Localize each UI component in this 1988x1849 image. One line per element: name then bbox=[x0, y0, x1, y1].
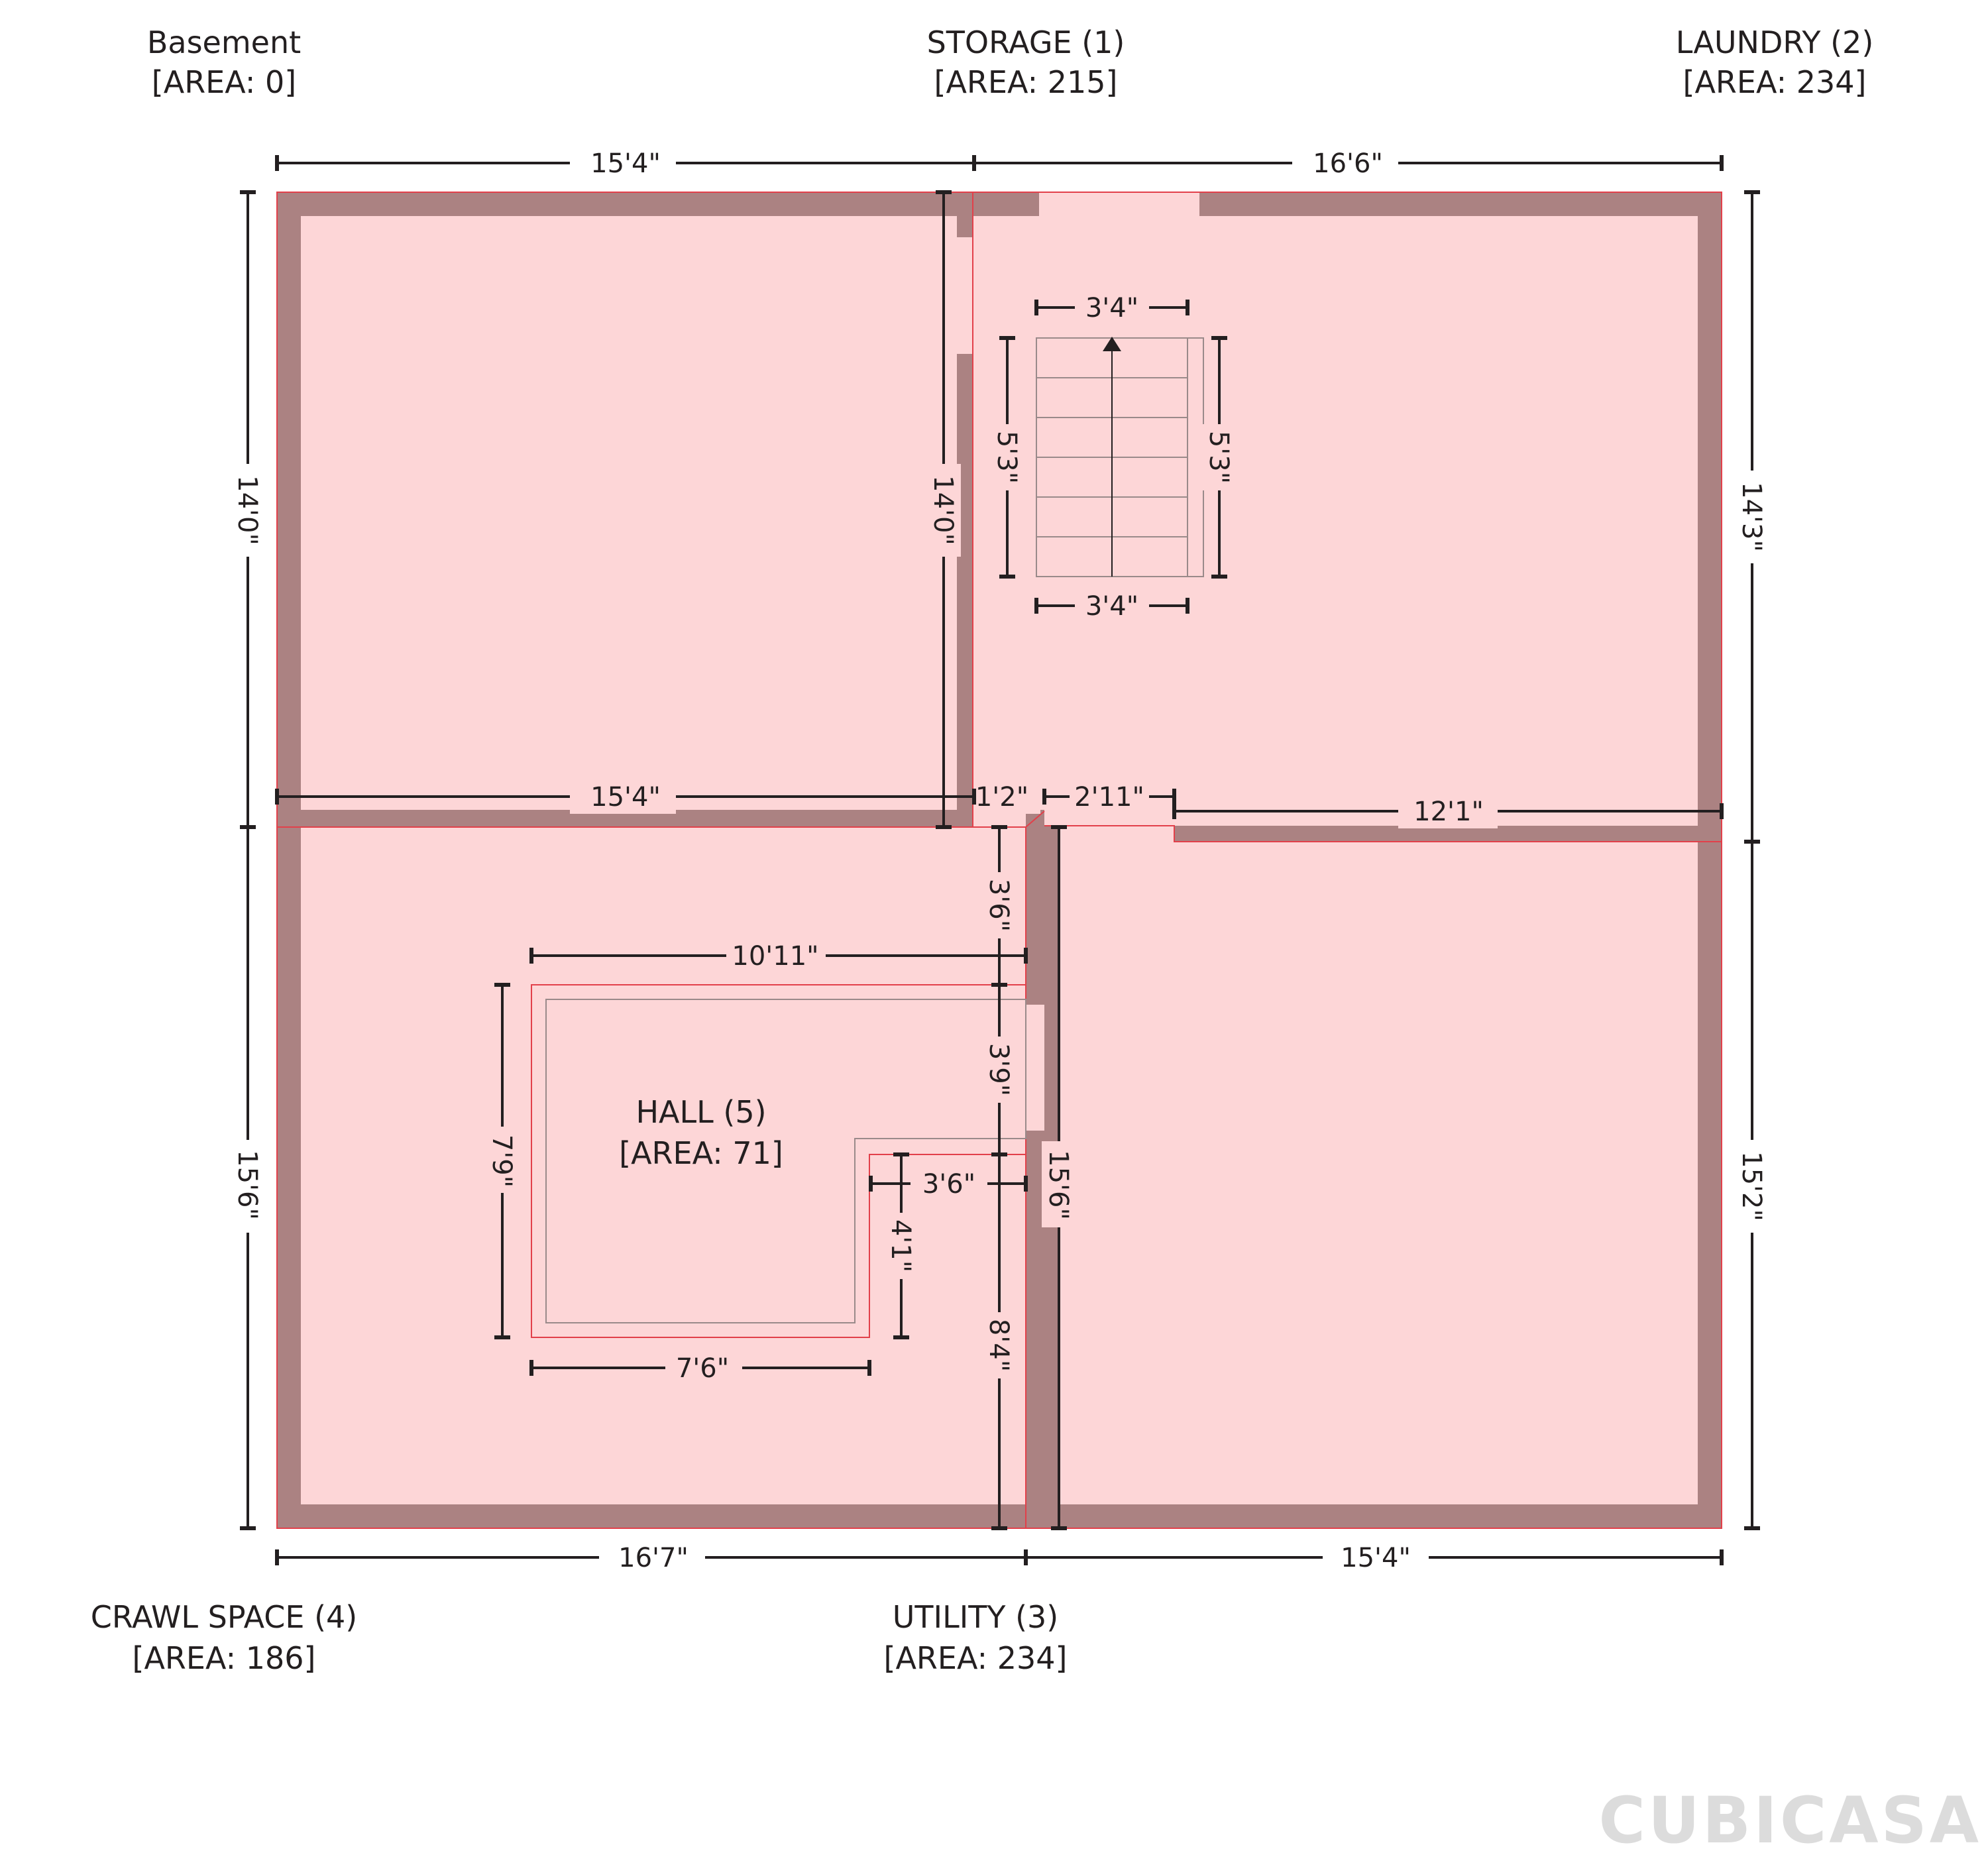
inner-walls bbox=[301, 192, 1698, 1528]
brand-logo: CUBICASA bbox=[1599, 1783, 1981, 1849]
room-area-storage: [AREA: 215] bbox=[934, 64, 1118, 100]
dim-hall-bottom: 7'6" bbox=[676, 1353, 729, 1384]
dim-door-gap-a: 1'2" bbox=[975, 782, 1028, 812]
dim-stair-bottom: 3'4" bbox=[1085, 591, 1138, 622]
dim-top-left: 15'4" bbox=[590, 148, 661, 179]
room-area-utility: [AREA: 234] bbox=[884, 1640, 1068, 1676]
dim-left-lower: 15'6" bbox=[232, 1150, 262, 1220]
dim-inner-partition-horizontal: 15'4" bbox=[590, 782, 661, 812]
room-area-basement: [AREA: 0] bbox=[152, 64, 296, 100]
dim-door-gap-b: 2'11" bbox=[1074, 782, 1144, 812]
dim-stair-right: 5'3" bbox=[1203, 431, 1234, 484]
room-labels: Basement [AREA: 0] STORAGE (1) [AREA: 21… bbox=[91, 25, 1874, 1676]
room-area-crawl-space: [AREA: 186] bbox=[133, 1640, 316, 1676]
dim-right-lower: 15'2" bbox=[1736, 1151, 1767, 1221]
dim-hall-top: 10'11" bbox=[732, 941, 818, 972]
room-name-storage: STORAGE (1) bbox=[927, 25, 1125, 60]
dim-stair-top: 3'4" bbox=[1085, 293, 1138, 323]
dim-left-upper: 14'0" bbox=[232, 475, 262, 545]
dim-utility-wall-lower: 8'4" bbox=[983, 1319, 1014, 1372]
dim-right-upper: 14'3" bbox=[1736, 482, 1767, 552]
room-name-laundry: LAUNDRY (2) bbox=[1676, 25, 1874, 60]
dim-inner-partition-vertical: 14'0" bbox=[928, 475, 958, 545]
room-name-crawl-space: CRAWL SPACE (4) bbox=[91, 1599, 358, 1635]
room-area-hall: [AREA: 71] bbox=[619, 1135, 783, 1171]
dim-top-right: 16'6" bbox=[1313, 148, 1383, 179]
staircase bbox=[1036, 337, 1204, 577]
dim-utility-inner-height: 15'6" bbox=[1043, 1150, 1074, 1220]
dim-bottom-left: 16'7" bbox=[618, 1543, 689, 1573]
dim-hall-left: 7'9" bbox=[486, 1135, 517, 1188]
room-area-laundry: [AREA: 234] bbox=[1683, 64, 1867, 100]
room-name-utility: UTILITY (3) bbox=[893, 1599, 1059, 1635]
stair-up-arrow-icon bbox=[1103, 337, 1121, 351]
dim-stair-left: 5'3" bbox=[991, 431, 1022, 484]
room-name-hall: HALL (5) bbox=[635, 1094, 766, 1130]
dim-utility-wall-upper: 3'6" bbox=[983, 879, 1014, 932]
dim-hall-notch-height: 4'1" bbox=[885, 1219, 916, 1272]
dim-utility-door: 3'9" bbox=[983, 1043, 1014, 1096]
dim-hall-notch-width: 3'6" bbox=[922, 1169, 975, 1200]
dim-laundry-wall: 12'1" bbox=[1413, 797, 1484, 827]
room-name-basement: Basement bbox=[147, 25, 301, 60]
dimension-labels: 15'4" 16'6" 14'0" 15'6" 14'3" 15'2" 16'7… bbox=[231, 146, 1769, 1575]
dim-bottom-right: 15'4" bbox=[1341, 1543, 1411, 1573]
